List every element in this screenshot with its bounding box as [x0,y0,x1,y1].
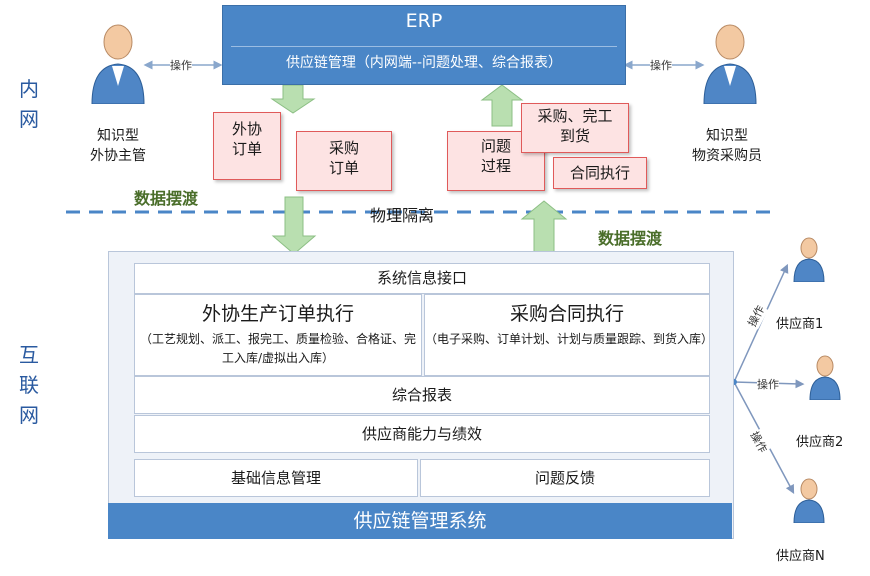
outsource-execution-title: 外协生产订单执行 [201,303,354,325]
down-arrow-bottom [271,196,317,255]
doc-contract-execution: 合同执行 [553,157,647,189]
supplier1-label: 供应商1 [776,317,824,332]
doc-problem-process-line2: 过程 [480,157,511,175]
basic-info-cell: 基础信息管理 [134,459,418,497]
doc-purchase-complete-line2: 到货 [559,127,590,145]
data-transfer-label-right: 数据摆渡 [598,229,663,248]
outsource-execution-cell: 外协生产订单执行 （工艺规划、派工、报完工、质量检验、合格证、完工入库/虚拟出入… [134,294,422,376]
system-interface-cell: 系统信息接口 [134,263,710,294]
doc-problem-process: 问题 过程 [447,131,545,191]
supplier2-label: 供应商2 [796,435,844,450]
purchase-execution-title: 采购合同执行 [509,303,624,325]
left-person-title: 外协主管 [90,148,146,164]
doc-purchase-complete-line1: 采购、完工 [537,107,613,125]
doc-purchase-complete: 采购、完工 到货 [521,103,629,153]
purchase-execution-cell: 采购合同执行 （电子采购、订单计划、计划与质量跟踪、到货入库） [424,294,714,376]
intranet-char-1: 内 [19,77,39,101]
scm-system-title-bar: 供应链管理系统 [108,503,732,539]
intranet-char-2: 网 [19,107,39,131]
scm-system-panel: 系统信息接口 外协生产订单执行 （工艺规划、派工、报完工、质量检验、合格证、完工… [108,251,734,539]
supplier2-operation-label: 操作 [757,376,779,392]
right-person-title: 物资采购员 [692,148,762,164]
doc-problem-process-line1: 问题 [480,137,511,155]
purchaser-icon [703,24,757,104]
down-arrow-top [270,84,316,114]
intranet-zone-label: 内 网 [14,74,44,134]
doc-purchase-order-line2: 订单 [328,159,359,177]
left-person-caption: 知识型 外协主管 [68,126,168,166]
doc-outsource-order: 外协 订单 [213,112,281,180]
up-arrow-bottom [520,200,568,254]
physical-isolation-label: 物理隔离 [370,206,435,225]
right-person-role: 知识型 [706,128,748,144]
left-person-role: 知识型 [97,128,139,144]
left-operation-label: 操作 [170,57,192,73]
report-cell: 综合报表 [134,376,710,414]
data-transfer-label-left: 数据摆渡 [134,189,199,208]
internet-zone-label: 互 联 网 [14,340,44,430]
supplier1-icon [793,237,825,282]
supplierN-label: 供应商N [776,549,825,564]
doc-outsource-order-line1: 外协 [231,120,262,138]
doc-purchase-order-line1: 采购 [328,139,359,157]
internet-char-3: 网 [19,403,39,427]
right-person-caption: 知识型 物资采购员 [672,126,782,166]
supplier2-icon [809,355,841,400]
problem-feedback-cell: 问题反馈 [420,459,710,497]
right-operation-label: 操作 [650,57,672,73]
purchase-execution-note: （电子采购、订单计划、计划与质量跟踪、到货入库） [425,332,714,346]
doc-purchase-order: 采购 订单 [296,131,392,191]
erp-system-box: ERP 供应链管理（内网端--问题处理、综合报表） [222,5,626,85]
outsource-manager-icon [91,24,145,104]
internet-char-2: 联 [19,373,39,397]
supplierN-icon [793,478,825,523]
erp-title: ERP [405,10,443,32]
doc-outsource-order-line2: 订单 [231,140,262,158]
supplier-performance-cell: 供应商能力与绩效 [134,415,710,453]
outsource-execution-note: （工艺规划、派工、报完工、质量检验、合格证、完工入库/虚拟出入库） [139,332,416,365]
internet-char-1: 互 [19,343,39,367]
doc-contract-execution-line1: 合同执行 [569,164,630,182]
erp-subtitle: 供应链管理（内网端--问题处理、综合报表） [231,46,617,79]
up-arrow-top [480,84,524,127]
